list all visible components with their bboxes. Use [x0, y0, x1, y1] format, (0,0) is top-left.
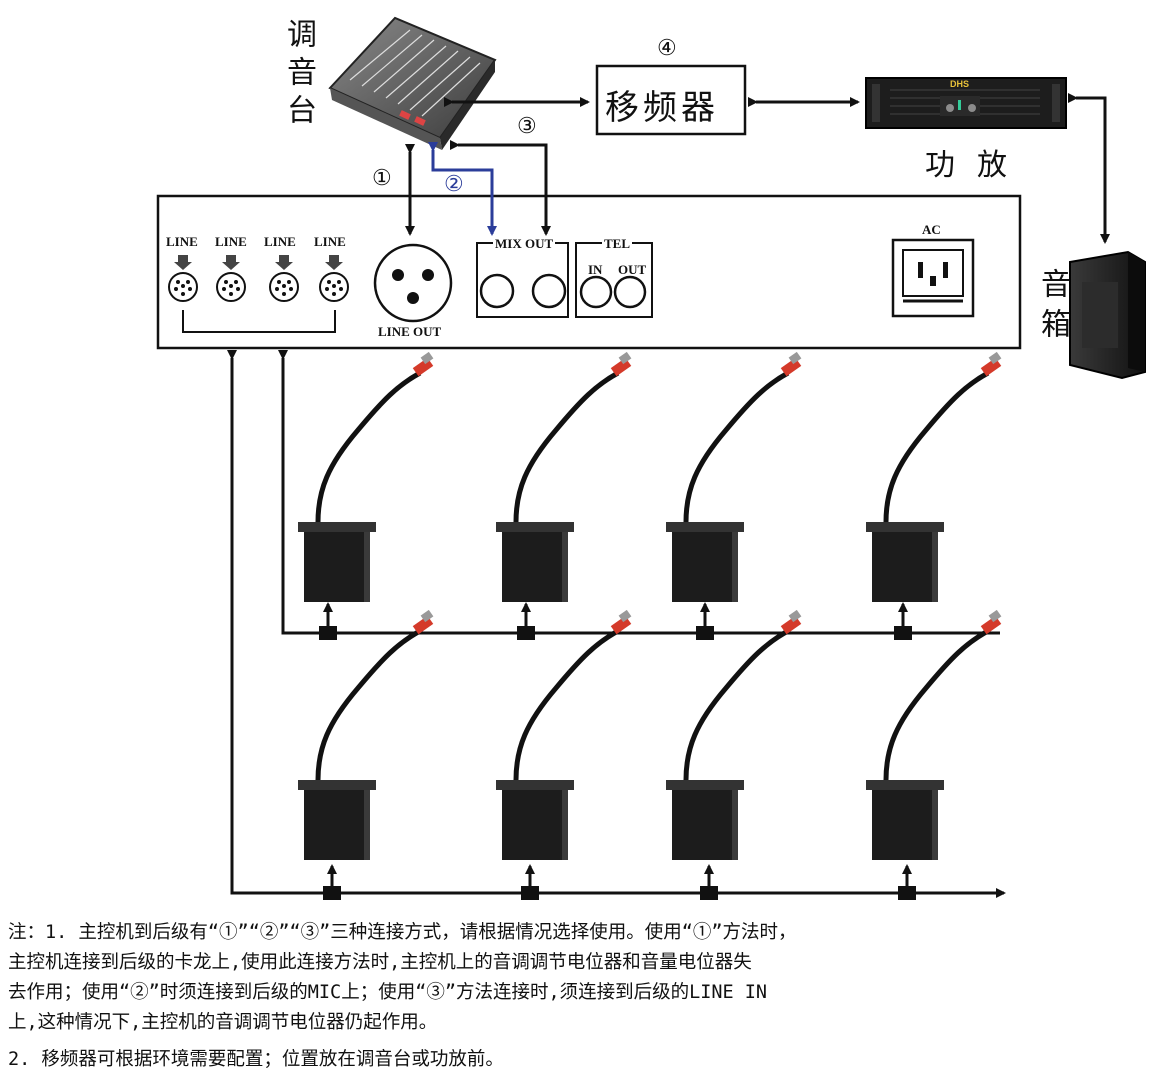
line-connectors [168, 255, 349, 333]
note-line-2: 主控机连接到后级的卡龙上,使用此连接方法时,主控机上的音调调节电位器和音量电位器… [8, 952, 752, 973]
mic-unit [496, 351, 632, 602]
mic-units-row-2 [298, 609, 1002, 860]
amp-brand-logo: DHS [950, 79, 970, 89]
line-label-4: LINE [314, 234, 346, 249]
unit-drop-connectors [323, 602, 912, 886]
shifter-label: 移频器 [605, 88, 719, 128]
line-label-3: LINE [264, 234, 296, 249]
circled-1: ① [372, 166, 392, 191]
mic-unit [298, 351, 434, 602]
connection-arrows [405, 93, 1110, 244]
mic-unit [298, 609, 434, 860]
mixer-label: 调音台 [278, 18, 318, 132]
trunk-taps [319, 626, 916, 900]
mic-unit [866, 609, 1002, 860]
tel-label: TEL [602, 236, 633, 252]
mic-unit [496, 609, 632, 860]
line-label-1: LINE [166, 234, 198, 249]
trunk-lines [227, 350, 1006, 898]
blue-connection-2 [428, 142, 497, 236]
line-out-xlr-connector [373, 243, 453, 323]
shifter-box [595, 64, 747, 136]
speaker-device [1069, 250, 1146, 380]
mix-out-connectors [476, 242, 569, 318]
mix-out-label: MIX OUT [493, 236, 556, 252]
tel-in-label: IN [588, 262, 603, 277]
amp-label: 功放 [925, 148, 1029, 183]
note-line-1: 注：1. 主控机到后级有“①”“②”“③”三种连接方式，请根据情况选择使用。使用… [8, 922, 797, 943]
circled-4: ④ [657, 36, 677, 61]
mic-unit [666, 609, 802, 860]
ac-label: AC [922, 222, 941, 237]
amplifier-device [865, 77, 1067, 129]
mic-unit [666, 351, 802, 602]
line-label-2: LINE [215, 234, 247, 249]
speaker-label: 音箱 [1035, 268, 1070, 348]
mic-units-row-1 [298, 351, 1002, 602]
circled-3: ③ [517, 114, 537, 139]
note-line-5: 2. 移频器可根据环境需要配置；位置放在调音台或功放前。 [8, 1049, 504, 1070]
note-line-4: 上,这种情况下,主控机的音调调节电位器仍起作用。 [8, 1012, 438, 1033]
tel-out-label: OUT [618, 262, 647, 277]
mic-unit [866, 351, 1002, 602]
circled-2: ② [444, 172, 464, 197]
mixer-device [328, 16, 497, 150]
line-out-label: LINE OUT [378, 324, 442, 339]
mixer-label-text: 调音台 [281, 18, 316, 132]
ac-power-socket [891, 238, 975, 318]
tel-connectors [575, 242, 653, 318]
note-line-3: 去作用；使用“②”时须连接到后级的MIC上；使用“③”方法连接时,须连接到后级的… [8, 982, 768, 1003]
